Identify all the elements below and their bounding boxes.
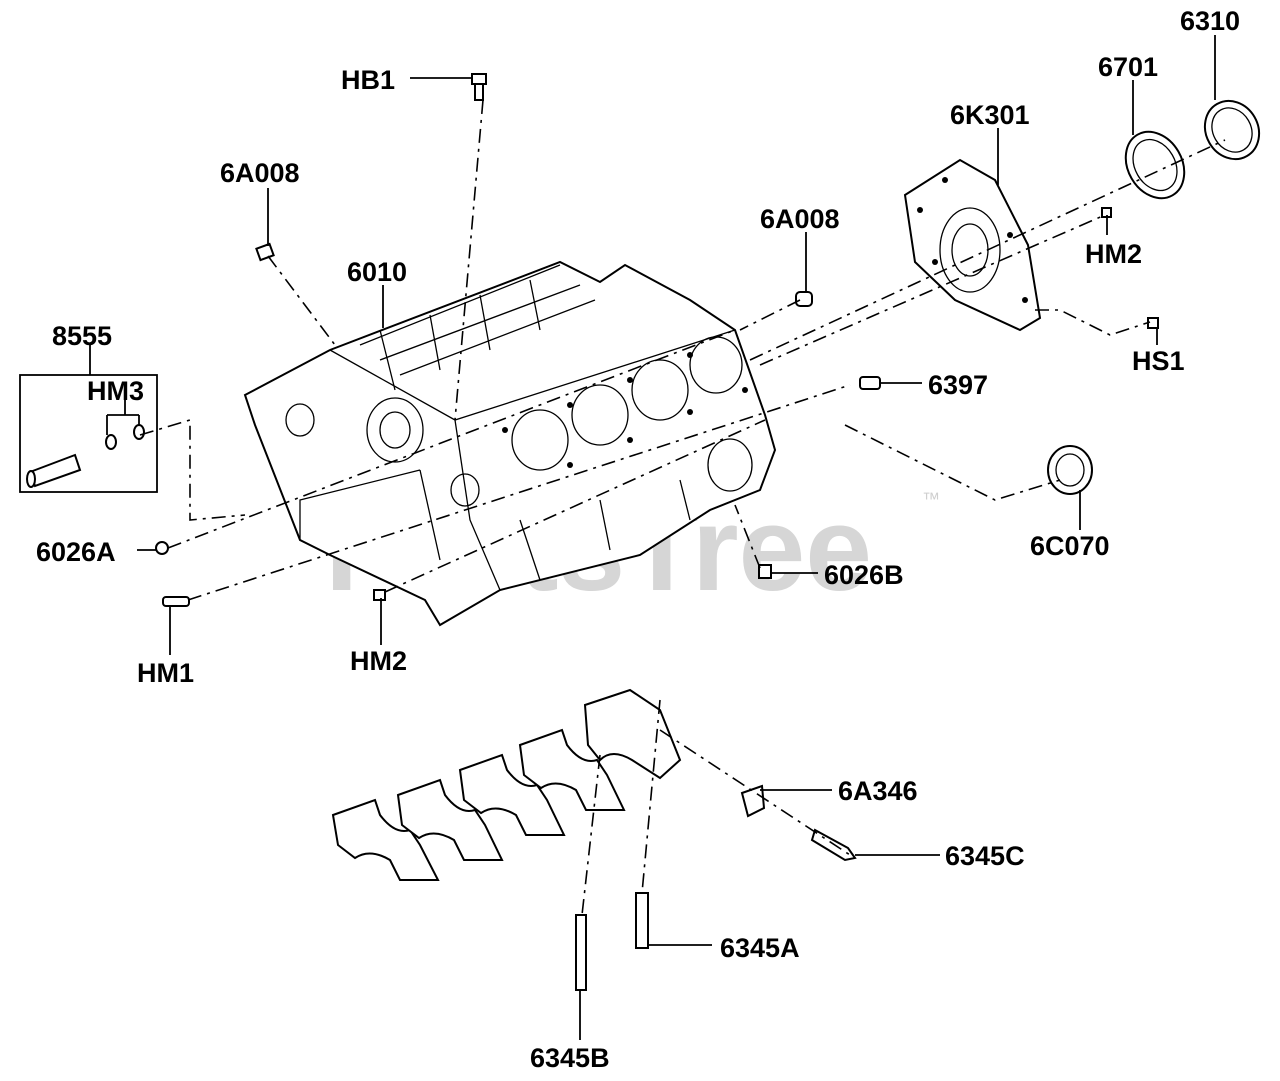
callout-hm3: HM3 [87, 376, 144, 406]
callout-hm2-right: HM2 [1085, 239, 1142, 269]
callout-hm2-bottom: HM2 [350, 646, 407, 676]
callout-6397: 6397 [928, 370, 988, 400]
alignment-lines [139, 99, 1226, 916]
callout-6a008-mid: 6A008 [760, 204, 840, 234]
callout-6k301: 6K301 [950, 100, 1030, 130]
callout-hb1: HB1 [341, 65, 395, 95]
callout-6a008-left: 6A008 [220, 158, 300, 188]
seal-6c070-drawing [1047, 445, 1093, 495]
watermark-trademark: ™ [922, 489, 940, 509]
callout-6a346: 6A346 [838, 776, 918, 806]
small-parts-drawing [26, 73, 1159, 607]
rear-cover-6k301-drawing [903, 158, 1042, 332]
callout-6701: 6701 [1098, 52, 1158, 82]
callout-6345b: 6345B [530, 1043, 610, 1073]
callout-6c070: 6C070 [1030, 531, 1110, 561]
callout-6345a: 6345A [720, 933, 800, 963]
leader-lines [19, 35, 1216, 1040]
callout-hs1: HS1 [1132, 346, 1185, 376]
seal-6701-drawing [1124, 130, 1186, 200]
callout-6026b: 6026B [824, 560, 904, 590]
callout-8555: 8555 [52, 321, 112, 351]
bearing-caps-drawing [331, 688, 857, 991]
callout-hm1: HM1 [137, 658, 194, 688]
callout-6345c: 6345C [945, 841, 1025, 871]
callout-6310: 6310 [1180, 6, 1240, 36]
callout-6010: 6010 [347, 257, 407, 287]
callout-labels: HB1 6A008 6010 8555 HM3 6026A HM1 HM2 6A… [36, 6, 1240, 1073]
seal-6310-drawing [1203, 99, 1261, 161]
callout-6026a: 6026A [36, 537, 116, 567]
